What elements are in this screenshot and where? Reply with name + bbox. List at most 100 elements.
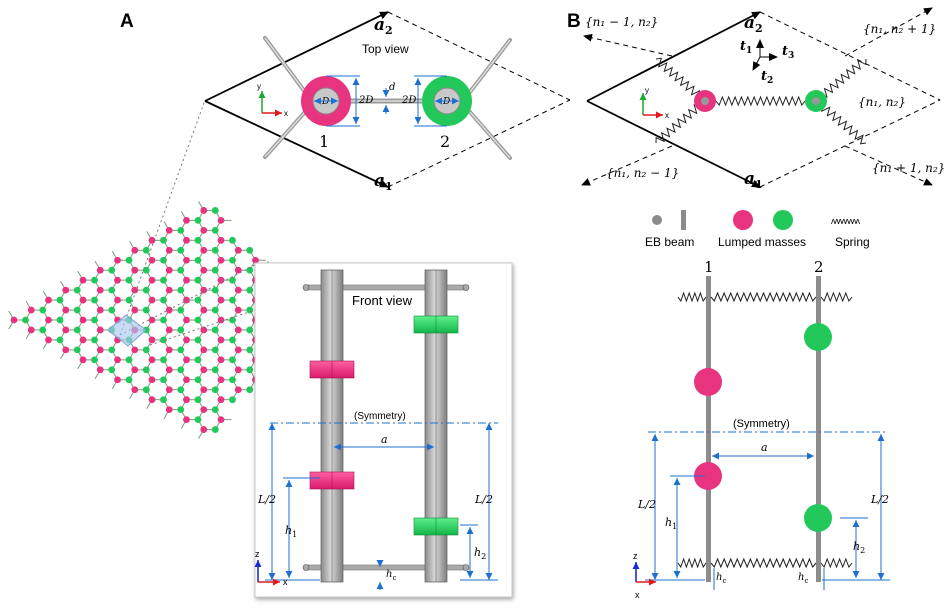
spring-neighbor	[655, 57, 706, 102]
lattice-node-pink	[183, 316, 190, 324]
side-spring-top-middle	[710, 291, 817, 303]
legend-beam-dot	[652, 215, 662, 225]
lattice-node-green	[211, 406, 219, 414]
lattice-node-green	[246, 266, 254, 274]
lattice-node-pink	[165, 226, 173, 234]
lattice-node-green	[160, 256, 167, 264]
lattice-node-green	[194, 356, 202, 364]
x-axis-label: x	[283, 577, 288, 587]
lattice-node-pink	[217, 296, 225, 304]
lattice-node-green	[91, 276, 98, 284]
lattice-node-green	[125, 296, 133, 304]
lattice-node-pink	[234, 346, 242, 354]
lattice-node-pink	[217, 356, 225, 364]
lattice-node-pink	[183, 236, 190, 244]
legend-spring-icon: ʌʌʌʌʌʌʌʌ	[831, 216, 861, 226]
lattice-node-green	[194, 416, 202, 423]
cell-edge-dashed	[387, 11, 571, 101]
lattice-node-pink	[234, 306, 242, 314]
cell-label-center: {n₁, n₂}	[858, 95, 906, 109]
lattice-node-green	[39, 326, 47, 334]
lattice-node-green	[211, 426, 219, 433]
lattice-node-green	[211, 346, 219, 354]
b-a2-label: a2	[744, 13, 763, 35]
x-axis-label: x	[284, 109, 288, 118]
b-beam-2	[816, 276, 821, 582]
lattice-node-pink	[114, 256, 121, 264]
lattice-node-green	[160, 236, 167, 244]
lattice-node-green	[229, 376, 236, 384]
lattice-node-green	[142, 246, 150, 254]
legend-masses-label: Lumped masses	[718, 235, 806, 249]
lattice-node-green	[211, 366, 219, 374]
cell-label-n1-minus-1: {n₁ − 1, n₂}	[585, 15, 658, 29]
lattice-node-pink	[234, 246, 242, 254]
lattice-node-pink	[217, 376, 225, 384]
b-spacing-a-label: a	[761, 441, 768, 454]
hc-label: hc	[386, 569, 396, 582]
b-z-axis-label: z	[633, 551, 638, 561]
lattice-node-green	[229, 256, 236, 264]
lattice-node-pink	[96, 266, 104, 274]
legend: EB beam Lumped masses ʌʌʌʌʌʌʌʌ Spring	[645, 210, 870, 249]
lattice-node-green	[108, 366, 116, 374]
lattice-node-pink	[45, 336, 52, 344]
b-L-half-left-label: L/2	[637, 498, 656, 511]
lattice-node-pink	[165, 266, 173, 274]
lattice-node-green	[211, 306, 219, 314]
lattice-node-pink	[200, 426, 208, 433]
b-hc-right-label: hc	[798, 572, 808, 585]
lattice-node-pink	[62, 286, 70, 294]
b-mass-1-upper	[694, 368, 722, 396]
lattice-node-green	[125, 376, 133, 384]
lattice-node-pink	[131, 286, 139, 294]
lattice-node-green	[160, 316, 167, 324]
lattice-node-pink	[200, 406, 208, 414]
lattice-node-pink	[183, 336, 190, 344]
b-mass-2-lower	[804, 504, 832, 532]
legend-beam-bar	[681, 210, 686, 230]
lattice-node-green	[211, 326, 219, 334]
zoom-line-mid	[119, 264, 256, 336]
lattice-node-green	[108, 346, 116, 354]
side-spring-bottom-left	[677, 557, 707, 569]
lattice-node-pink	[217, 236, 225, 244]
cell-label-n2-minus-1: {n₁, n₂ − 1}	[606, 166, 679, 180]
lattice-node-green	[91, 296, 98, 304]
lattice-node-pink	[217, 336, 225, 344]
lattice-node-pink	[183, 276, 190, 284]
lattice-node-green	[160, 356, 167, 364]
front-view-panel: Front view (Symmetry) a	[254, 262, 513, 598]
lattice-node-green	[229, 236, 236, 244]
lattice-node-green	[194, 276, 202, 284]
lattice-node-green	[211, 207, 219, 214]
lattice-node-green	[194, 376, 202, 384]
lattice-node-pink	[234, 366, 242, 374]
mass-1-label: 1	[319, 132, 329, 151]
lattice-node-pink	[27, 306, 35, 314]
diameter-label-2: D	[442, 97, 450, 107]
lattice-node-green	[246, 286, 254, 294]
top-view-dimensions	[314, 75, 459, 127]
lattice-node-green	[177, 226, 185, 234]
lattice-node-green	[194, 296, 202, 304]
lattice-node-pink	[148, 356, 156, 364]
side-view-springs	[677, 291, 853, 569]
lattice-node-pink	[183, 256, 190, 264]
lattice-node-pink	[79, 296, 87, 304]
lattice-node-pink	[62, 346, 70, 354]
lattice-node-pink	[148, 336, 156, 344]
a1-label: a1	[374, 171, 393, 193]
h2-label: h2	[474, 546, 486, 561]
panel-a-label: A	[120, 11, 134, 32]
beam-1-label: 1	[704, 258, 714, 276]
lattice-node-green	[142, 286, 150, 294]
lattice-node-pink	[131, 246, 139, 254]
lattice-node-pink	[79, 336, 87, 344]
lattice-node-pink	[27, 326, 35, 334]
lattice-node-green	[22, 316, 29, 324]
z-axis-label: z	[255, 549, 260, 559]
lattice-node-pink	[148, 396, 156, 404]
lattice-node-green	[177, 266, 185, 274]
zoom-line-top	[119, 99, 206, 336]
